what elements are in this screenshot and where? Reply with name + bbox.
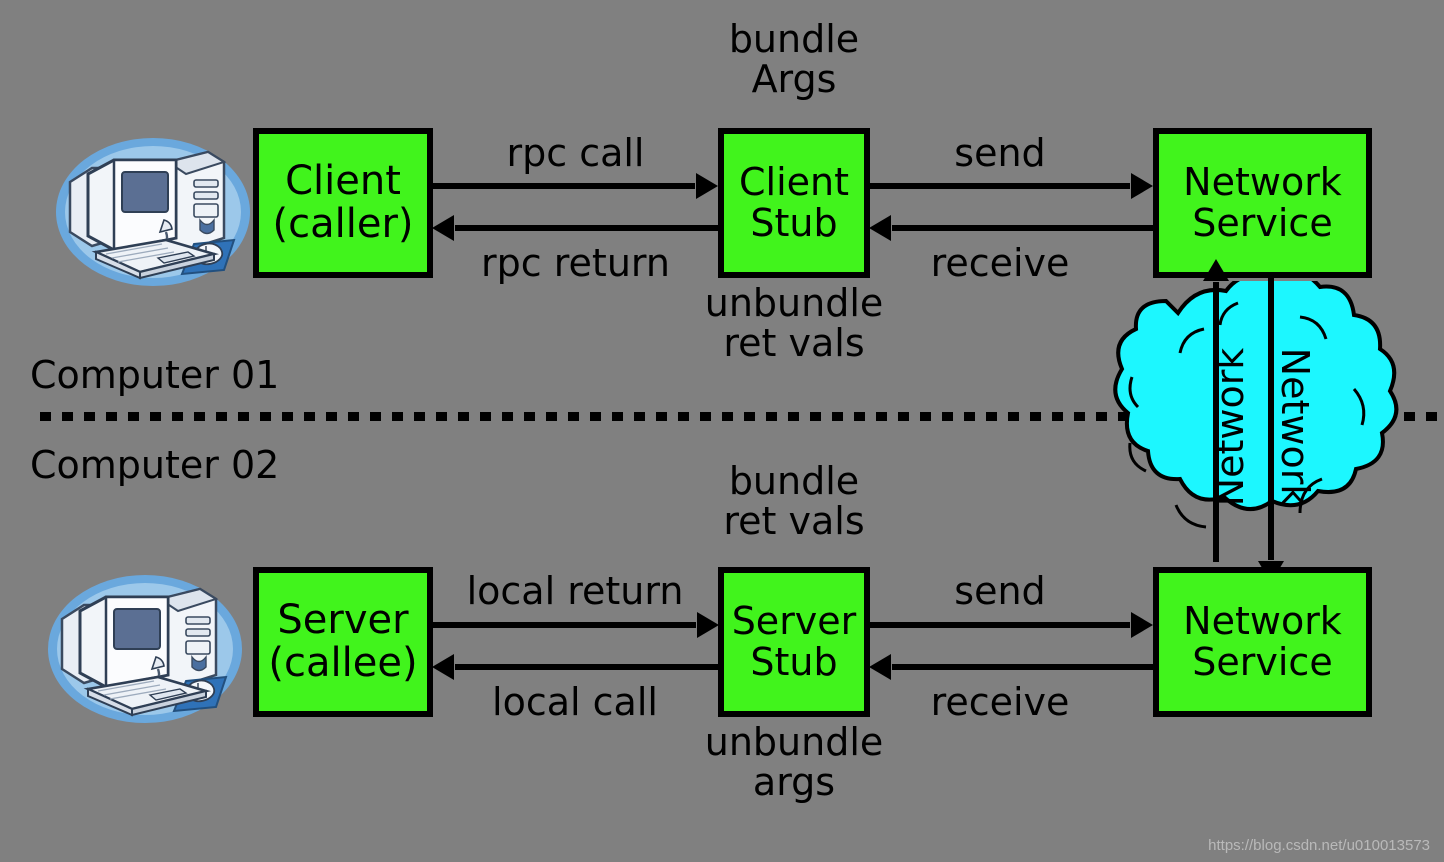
arrow-local-call — [455, 664, 718, 670]
arrow-network-up — [1213, 282, 1219, 562]
box-client[interactable]: Client (caller) — [253, 128, 433, 278]
arrow-label-rpc-return: rpc return — [481, 241, 670, 285]
box-client-stub-line2: Stub — [750, 201, 838, 245]
machine-label-computer-02: Computer 02 — [30, 443, 280, 487]
arrow-rpc-return — [455, 225, 718, 231]
arrow-send-bottom — [870, 622, 1130, 628]
box-client-stub[interactable]: Client Stub — [718, 128, 870, 278]
box-network-service-top-line1: Network — [1183, 159, 1342, 204]
server-computer-icon — [40, 565, 250, 730]
box-server-stub-line2: Stub — [750, 640, 838, 684]
arrow-local-return — [433, 622, 696, 628]
arrow-receive-bottom — [892, 664, 1153, 670]
annotation-unbundle-args-line2: args — [752, 759, 836, 804]
box-client-stub-line1: Client — [738, 159, 849, 204]
box-client-line2: (caller) — [272, 201, 414, 247]
box-server[interactable]: Server (callee) — [253, 567, 433, 717]
arrow-label-network-up: Network — [1208, 347, 1252, 507]
machine-label-computer-01: Computer 01 — [30, 353, 280, 397]
arrow-network-down — [1268, 278, 1274, 560]
annotation-bundle-ret-vals: bundle ret vals — [672, 459, 916, 543]
annotation-bundle-ret-vals-line1: bundle — [728, 459, 860, 503]
box-network-service-top[interactable]: Network Service — [1153, 128, 1372, 278]
annotation-bundle-args-line2: Args — [751, 56, 837, 101]
network-cloud — [1086, 268, 1416, 566]
box-server-line1: Server — [277, 596, 409, 643]
box-network-service-top-line2: Service — [1192, 201, 1333, 245]
arrow-label-send-top: send — [954, 131, 1046, 175]
box-server-stub-line1: Server — [731, 598, 857, 643]
annotation-unbundle-args-line1: unbundle — [704, 720, 884, 764]
box-network-service-bottom[interactable]: Network Service — [1153, 567, 1372, 717]
arrow-label-local-call: local call — [492, 680, 658, 724]
annotation-unbundle-ret-vals-line1: unbundle — [704, 281, 884, 325]
annotation-bundle-args-line1: bundle — [728, 17, 860, 61]
box-client-line1: Client — [285, 157, 401, 204]
arrow-label-network-down: Network — [1273, 347, 1317, 507]
annotation-unbundle-ret-vals-line2: ret vals — [723, 320, 865, 365]
arrow-label-receive-top: receive — [930, 241, 1070, 285]
box-server-line2: (callee) — [268, 640, 418, 686]
box-network-service-bottom-line2: Service — [1192, 640, 1333, 684]
arrow-send-top — [870, 183, 1130, 189]
annotation-unbundle-ret-vals: unbundle ret vals — [674, 281, 914, 365]
arrow-label-rpc-call: rpc call — [506, 131, 645, 175]
watermark-url: https://blog.csdn.net/u010013573 — [1208, 837, 1430, 854]
annotation-unbundle-args: unbundle args — [672, 720, 916, 804]
box-network-service-bottom-line1: Network — [1183, 598, 1342, 643]
machine-divider-line — [40, 412, 1444, 421]
arrow-rpc-call — [433, 183, 695, 189]
arrow-label-send-bottom: send — [954, 569, 1046, 613]
client-computer-icon — [48, 128, 258, 293]
annotation-bundle-ret-vals-line2: ret vals — [723, 498, 865, 543]
arrow-label-receive-bottom: receive — [930, 680, 1070, 724]
box-server-stub[interactable]: Server Stub — [718, 567, 870, 717]
annotation-bundle-args: bundle Args — [674, 17, 914, 101]
arrow-label-local-return: local return — [466, 569, 684, 613]
arrow-receive-top — [892, 225, 1153, 231]
